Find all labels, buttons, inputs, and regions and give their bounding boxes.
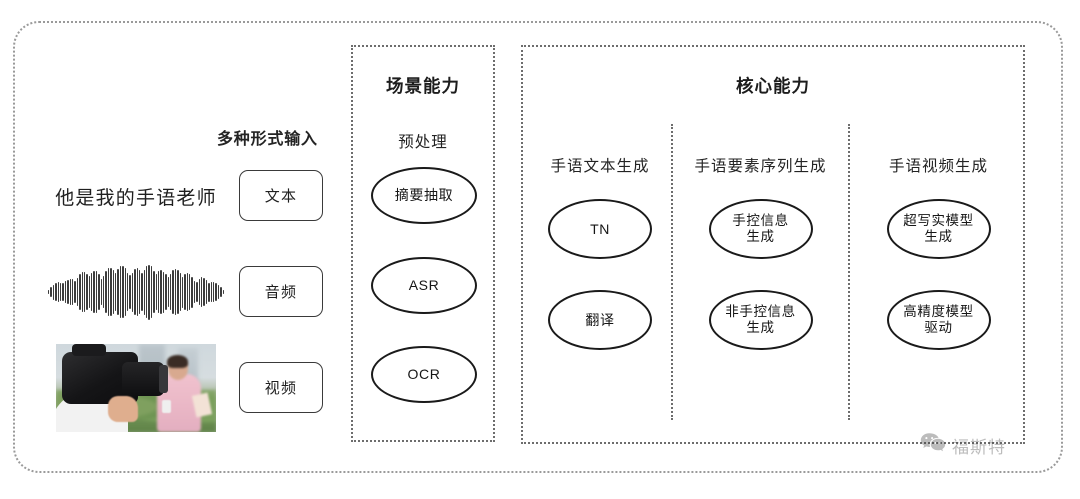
text-sample-media: 他是我的手语老师: [41, 150, 231, 242]
core-node-high-precision-model-driving[interactable]: 高精度模型 驱动: [886, 290, 991, 350]
thumb-microphone: [161, 400, 171, 413]
input-row-video: 视频: [13, 342, 351, 434]
core-panel-title: 核心能力: [736, 76, 810, 96]
input-text-sample: 他是我的手语老师: [55, 187, 217, 209]
thumb-reporter-hair: [167, 355, 189, 368]
core-capability-panel: 核心能力 手语文本生成 TN 翻译 手语要素序列生成 手控信息 生成 非手控信息…: [521, 45, 1025, 444]
diagram-outer-frame: [13, 21, 1063, 473]
thumb-camera-lens: [122, 362, 168, 396]
scene-node-summary-extraction[interactable]: 摘要抽取: [371, 167, 477, 224]
thumb-operator-hand: [108, 396, 138, 422]
core-column-divider-1: [671, 124, 673, 420]
core-column-sign-element-sequence-generation: 手语要素序列生成 手控信息 生成 非手控信息 生成: [675, 47, 846, 442]
audio-waveform-media: [41, 246, 231, 338]
core-node-tn[interactable]: TN: [548, 199, 652, 259]
video-thumbnail-image: [56, 344, 216, 432]
core-column-title-0: 手语文本生成: [550, 158, 650, 175]
core-column-title-2: 手语视频生成: [888, 158, 988, 175]
input-section-heading: 多种形式输入: [217, 131, 318, 148]
core-node-manual-info-generation[interactable]: 手控信息 生成: [708, 199, 813, 259]
watermark: 福斯特: [920, 432, 1006, 458]
core-node-hyper-realistic-model-generation[interactable]: 超写实模型 生成: [886, 199, 991, 259]
wechat-icon: [920, 432, 946, 458]
modality-button-video[interactable]: 视频: [239, 362, 323, 413]
core-column-sign-video-generation: 手语视频生成 超写实模型 生成 高精度模型 驱动: [852, 47, 1025, 442]
scene-panel-title: 场景能力: [386, 76, 460, 96]
scene-node-asr[interactable]: ASR: [371, 257, 477, 314]
core-node-non-manual-info-generation[interactable]: 非手控信息 生成: [708, 290, 813, 350]
scene-panel-subtitle: 预处理: [398, 134, 448, 151]
waveform-icon: [48, 264, 224, 320]
modality-button-audio[interactable]: 音频: [239, 266, 323, 317]
input-row-text: 他是我的手语老师 文本: [13, 150, 351, 242]
scene-node-ocr[interactable]: OCR: [371, 346, 477, 403]
core-node-translation[interactable]: 翻译: [548, 290, 652, 350]
scene-capability-panel: 场景能力 预处理 摘要抽取 ASR OCR: [351, 45, 495, 442]
input-row-audio: 音频: [13, 246, 351, 338]
watermark-text: 福斯特: [952, 437, 1006, 457]
core-column-title-1: 手语要素序列生成: [694, 158, 827, 175]
core-column-sign-text-generation: 手语文本生成 TN 翻译: [529, 47, 671, 442]
thumb-camera-top: [72, 344, 106, 356]
core-column-divider-2: [848, 124, 850, 420]
modality-button-text[interactable]: 文本: [239, 170, 323, 221]
input-section: 多种形式输入 他是我的手语老师 文本 音频: [13, 21, 351, 473]
video-thumbnail-media: [41, 342, 231, 434]
